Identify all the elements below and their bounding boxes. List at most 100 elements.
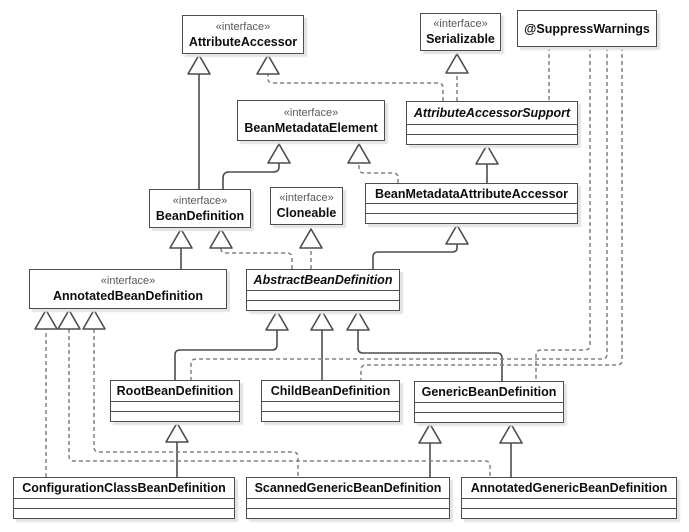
operations-compartment xyxy=(247,508,449,518)
operations-compartment xyxy=(462,508,676,518)
realization-arrow-icon xyxy=(299,228,323,249)
edge-line xyxy=(222,163,280,189)
edge-beanmetadataattributeaccessor-extends-attributeaccessorsupport[interactable] xyxy=(475,144,499,183)
operations-compartment xyxy=(14,508,234,518)
operations-compartment xyxy=(407,134,577,144)
edge-annotatedgenericbeandefinition-extends-genericbeandefinition[interactable] xyxy=(499,423,523,477)
class-box-annotatedgenericbeandefinition[interactable]: AnnotatedGenericBeanDefinition xyxy=(461,477,677,519)
attributes-compartment xyxy=(366,203,577,213)
edge-attributeaccessorsupport-implements-serializable[interactable] xyxy=(445,53,469,101)
class-box-scannedgenericbeandefinition[interactable]: ScannedGenericBeanDefinition xyxy=(246,477,450,519)
edge-line xyxy=(357,330,503,381)
generalization-arrow-icon xyxy=(445,224,469,245)
class-name: AttributeAccessor xyxy=(188,34,298,49)
realization-arrow-icon xyxy=(82,309,106,330)
interface-box-cloneable[interactable]: «interface» Cloneable xyxy=(270,187,343,225)
operations-compartment xyxy=(111,411,239,421)
stereotype-label: «interface» xyxy=(433,18,488,30)
edge-scannedgenericbeandefinition-extends-genericbeandefinition[interactable] xyxy=(418,423,442,477)
attributes-compartment xyxy=(14,498,234,508)
edge-beanmetadataattributeaccessor-implements-beanmetadataelement[interactable] xyxy=(347,143,399,183)
generalization-arrow-icon xyxy=(475,144,499,165)
edge-line xyxy=(267,74,444,101)
realization-arrow-icon xyxy=(445,53,469,74)
interface-box-annotatedbeandefinition[interactable]: «interface» AnnotatedBeanDefinition xyxy=(29,269,227,309)
interface-box-beanmetadataelement[interactable]: «interface» BeanMetadataElement xyxy=(237,100,385,141)
attributes-compartment xyxy=(247,498,449,508)
edge-annotatedbeandefinition-extends-beandefinition[interactable] xyxy=(169,228,193,269)
attributes-compartment xyxy=(111,401,239,411)
operations-compartment xyxy=(415,412,563,422)
edge-rootbeandefinition-extends-abstractbeandefinition[interactable] xyxy=(174,310,289,380)
stereotype-label: «interface» xyxy=(279,192,334,204)
edge-line xyxy=(68,329,491,477)
generalization-arrow-icon xyxy=(165,422,189,443)
edge-line xyxy=(220,248,293,269)
edge-scannedgenericbeandefinition-implements-annotatedbeandefinition[interactable] xyxy=(82,309,299,477)
class-name: Serializable xyxy=(426,32,495,46)
realization-arrow-icon xyxy=(347,143,371,164)
edge-childbeandefinition-extends-abstractbeandefinition[interactable] xyxy=(310,310,334,380)
edge-attributeaccessorsupport-implements-attributeaccessor[interactable] xyxy=(256,54,444,101)
edge-beandefinition-extends-beanmetadataelement[interactable] xyxy=(222,143,291,189)
edge-line xyxy=(93,329,299,477)
interface-box-attributeaccessor[interactable]: «interface» AttributeAccessor xyxy=(182,15,304,54)
class-name: RootBeanDefinition xyxy=(116,384,234,398)
edge-genericbeandefinition-extends-abstractbeandefinition[interactable] xyxy=(346,310,503,381)
class-box-childbeandefinition[interactable]: ChildBeanDefinition xyxy=(261,380,400,422)
edge-configurationclassbeandefinition-implements-annotatedbeandefinition[interactable] xyxy=(34,309,58,477)
generalization-arrow-icon xyxy=(418,423,442,444)
edge-line xyxy=(174,330,278,380)
class-box-abstractbeandefinition[interactable]: AbstractBeanDefinition xyxy=(246,269,400,311)
edge-configurationclassbeandefinition-extends-rootbeandefinition[interactable] xyxy=(165,422,189,477)
annotation-name: @SuppressWarnings xyxy=(524,21,650,36)
attributes-compartment xyxy=(407,124,577,134)
realization-arrow-icon xyxy=(209,228,233,249)
class-name: Cloneable xyxy=(276,206,337,220)
class-name: BeanDefinition xyxy=(155,208,245,223)
stereotype-label: «interface» xyxy=(172,194,228,207)
class-box-genericbeandefinition[interactable]: GenericBeanDefinition xyxy=(414,381,564,423)
class-name: AnnotatedGenericBeanDefinition xyxy=(470,481,668,495)
class-name: GenericBeanDefinition xyxy=(421,385,557,399)
class-name: ChildBeanDefinition xyxy=(270,384,391,398)
edge-abstractbeandefinition-implements-cloneable[interactable] xyxy=(299,228,323,269)
class-name: BeanMetadataElement xyxy=(244,120,378,135)
generalization-arrow-icon xyxy=(187,54,211,75)
edge-beandefinition-extends-attributeaccessor[interactable] xyxy=(187,54,211,189)
stereotype-label: «interface» xyxy=(100,275,156,287)
edge-abstractbeandefinition-extends-beanmetadataattributeaccessor[interactable] xyxy=(372,224,469,269)
generalization-arrow-icon xyxy=(310,310,334,331)
edge-annotatedgenericbeandefinition-implements-annotatedbeandefinition[interactable] xyxy=(57,309,491,477)
class-name: ScannedGenericBeanDefinition xyxy=(254,481,442,495)
edge-suppresswarnings-to-rootbeandefinition[interactable] xyxy=(190,47,608,380)
interface-box-beandefinition[interactable]: «interface» BeanDefinition xyxy=(149,189,251,228)
operations-compartment xyxy=(247,300,399,310)
generalization-arrow-icon xyxy=(169,228,193,249)
stereotype-label: «interface» xyxy=(283,106,339,119)
edge-abstractbeandefinition-implements-beandefinition[interactable] xyxy=(209,228,293,269)
class-box-attributeaccessorsupport[interactable]: AttributeAccessorSupport xyxy=(406,101,578,145)
class-box-configurationclassbeandefinition[interactable]: ConfigurationClassBeanDefinition xyxy=(13,477,235,519)
attributes-compartment xyxy=(262,401,399,411)
class-box-beanmetadataattributeaccessor[interactable]: BeanMetadataAttributeAccessor xyxy=(365,183,578,224)
class-box-rootbeandefinition[interactable]: RootBeanDefinition xyxy=(110,380,240,422)
realization-arrow-icon xyxy=(256,54,280,75)
operations-compartment xyxy=(262,411,399,421)
class-name: AnnotatedBeanDefinition xyxy=(53,289,203,303)
operations-compartment xyxy=(366,213,577,223)
annotation-box-suppresswarnings[interactable]: @SuppressWarnings xyxy=(517,10,657,47)
realization-arrow-icon xyxy=(34,309,58,330)
class-name: BeanMetadataAttributeAccessor xyxy=(374,186,569,201)
stereotype-label: «interface» xyxy=(215,20,271,33)
attributes-compartment xyxy=(247,290,399,300)
generalization-arrow-icon xyxy=(346,310,370,331)
generalization-arrow-icon xyxy=(265,310,289,331)
interface-box-serializable[interactable]: «interface» Serializable xyxy=(420,13,501,51)
generalization-arrow-icon xyxy=(267,143,291,164)
class-name: AttributeAccessorSupport xyxy=(413,106,571,120)
edge-line xyxy=(190,47,608,380)
class-name: AbstractBeanDefinition xyxy=(253,273,393,287)
